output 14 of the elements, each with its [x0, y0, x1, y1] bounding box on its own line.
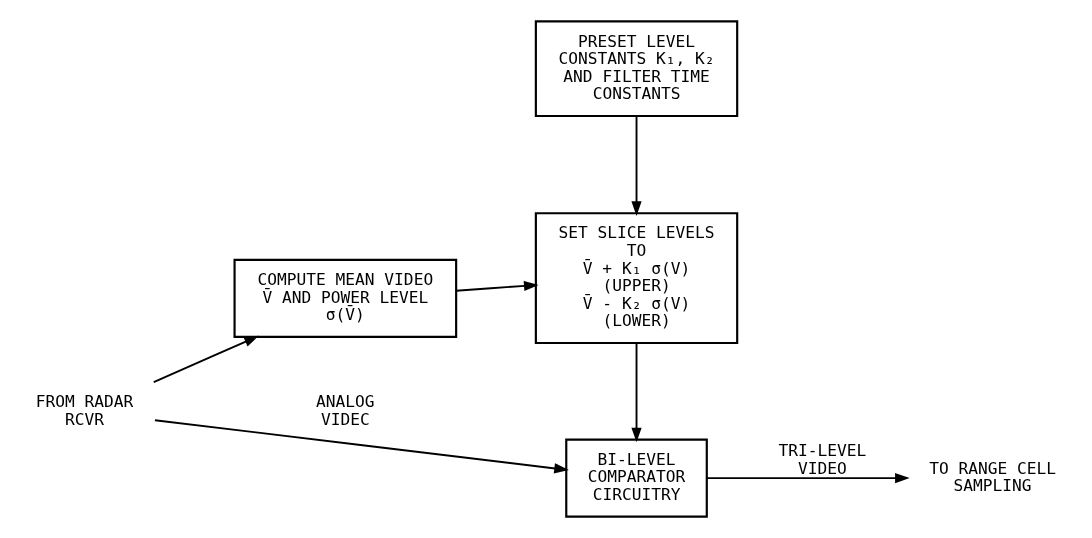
arrow: [631, 115, 642, 216]
edge-label: TRI-LEVEL VIDEO: [778, 440, 867, 478]
arrow: [154, 419, 569, 474]
node-box: BI-LEVEL COMPARATOR CIRCUITRY: [565, 438, 708, 518]
node-text: FROM RADAR RCVR: [35, 392, 134, 429]
arrow: [152, 335, 259, 383]
node-text: TO RANGE CELL SAMPLING: [929, 458, 1056, 496]
node-box: PRESET LEVEL CONSTANTS K₁, K₂ AND FILTER TIME CONSTANTS: [534, 20, 739, 118]
node-box: SET SLICE LEVELS TO V̄ + K₁ σ(V) (UPPER) V̄ - K₂ σ(V) (LOWER): [534, 212, 739, 345]
arrow: [705, 472, 910, 484]
node-box: COMPUTE MEAN VIDEO V̄ AND POWER LEVEL σ(V̄): [233, 258, 458, 338]
arrow: [631, 342, 642, 443]
edge-label: ANALOG VIDEC: [316, 392, 375, 429]
arrow: [455, 280, 539, 292]
